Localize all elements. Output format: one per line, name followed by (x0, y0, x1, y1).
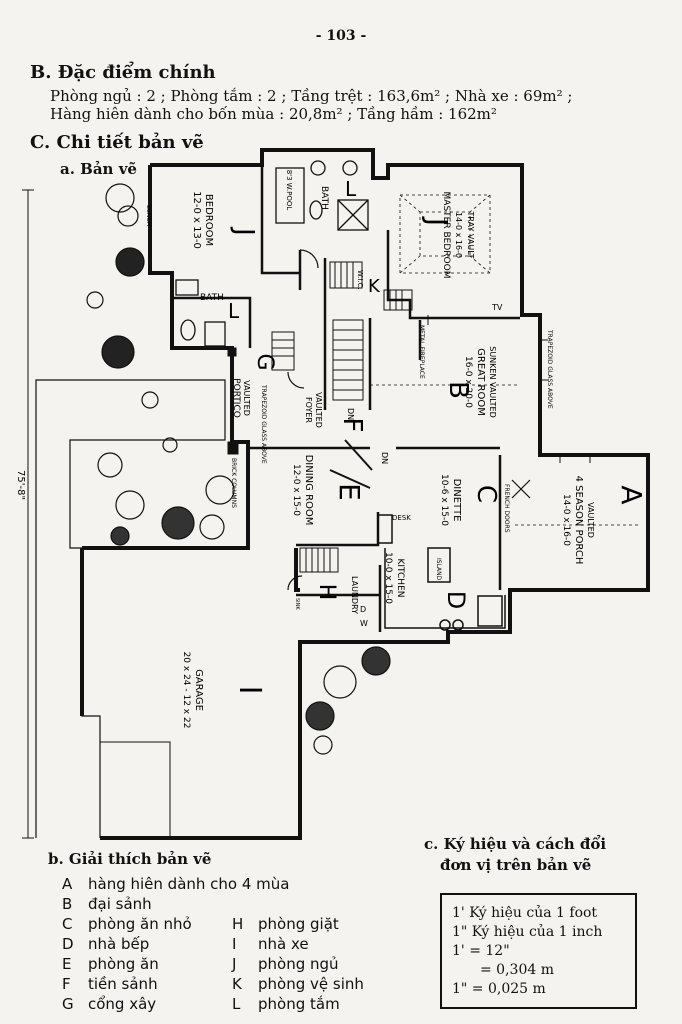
great-name: GREAT ROOM (475, 348, 486, 416)
dining-size: 12-0 x 15-0 (291, 464, 301, 516)
fireplace-label: METAL FIREPLACE (418, 325, 425, 379)
stairs (332, 319, 364, 401)
kitchen-name: KITCHEN (395, 559, 405, 598)
specs-line-1: Phòng ngủ : 2 ; Phòng tắm : 2 ; Tầng trệ… (50, 87, 573, 105)
bench-label: BENCH (145, 205, 152, 226)
bedroom-size: 12-0 x 13-0 (191, 191, 202, 249)
scale-line: 1" = 0,025 m (452, 981, 546, 997)
dimension-label: 75'-8" (15, 470, 26, 500)
letter-b: B (443, 381, 473, 399)
porch-note: VAULTED (586, 502, 595, 538)
portico-name: PORTICO (231, 378, 241, 418)
pool-label: 8'3 W.POOL (285, 170, 293, 211)
letter-j-master: J (421, 216, 454, 226)
letter-a: A (615, 485, 648, 504)
porch-name: 4 SEASON PORCH (573, 476, 584, 565)
bath-label-bedroom: BATH (200, 293, 224, 303)
letter-k: K (368, 276, 381, 297)
island-label: ISLAND (435, 558, 442, 581)
tv-label: TV (491, 303, 503, 312)
bath-label-master: BATH (319, 186, 329, 210)
great-size: 16-0 x 20-0 (463, 356, 473, 408)
scale-line: = 0,304 m (480, 962, 554, 978)
scale-line: 1' = 12" (452, 943, 510, 959)
trapezoid-above-label: TRAPEZOID GLASS ABOVE (260, 384, 267, 464)
landscaping-shrubs (86, 183, 391, 755)
letter-e: E (333, 483, 366, 501)
dn-label-stairs: DN (346, 408, 355, 420)
legend-heading: b. Giải thích bản vẽ (48, 850, 212, 868)
letter-d: D (442, 591, 470, 609)
scale-heading-2: đơn vị trên bản vẽ (440, 856, 592, 874)
letter-g: G (252, 353, 277, 370)
french-doors-label: FRENCH DOORS (503, 484, 510, 533)
wic-label: W.I.C. (356, 270, 364, 290)
dryer-label: D (360, 605, 366, 614)
dinette-size: 10-6 x 15-0 (439, 474, 449, 526)
desk-label: DESK (392, 514, 411, 522)
letter-i: I (232, 686, 267, 695)
scale-line: 1' Ký hiệu của 1 foot (452, 905, 598, 921)
letter-l-master: L (345, 177, 357, 201)
bedroom-name: BEDROOM (203, 194, 214, 246)
section-b-heading: B. Đặc điểm chính (30, 62, 216, 83)
letter-j-bedroom: J (229, 226, 259, 236)
letter-f: F (337, 418, 367, 433)
dining-name: DINING ROOM (303, 455, 314, 526)
garage-size: 20 x 24 - 12 x 22 (181, 652, 191, 729)
master-name: MASTER BEDROOM (441, 192, 451, 279)
foyer-note: VAULTED (314, 392, 323, 428)
dn-label-sunken: DN (380, 452, 389, 464)
kitchen-size: 10-0 x 15-0 (383, 552, 393, 604)
dinette-name: DINETTE (451, 479, 462, 522)
scale-line: 1" Ký hiệu của 1 inch (452, 924, 603, 940)
great-note: SUNKEN VAULTED (488, 346, 497, 418)
porch-size: 14-0 x 16-0 (561, 494, 571, 546)
laundry-name: LAUNDRY (350, 576, 359, 614)
sink-label: SINK (294, 598, 300, 610)
garage-name: GARAGE (193, 669, 204, 711)
scale-box: 1' Ký hiệu của 1 foot 1" Ký hiệu của 1 i… (440, 893, 637, 1009)
foyer-name: FOYER (304, 397, 313, 423)
trapezoid-glass-label: TRAPEZOID GLASS ABOVE (546, 329, 553, 409)
master-note: TRAY VAULT (466, 211, 475, 259)
section-c-heading: C. Chi tiết bản vẽ (30, 132, 204, 153)
master-size: 14-0 x 16-0 (454, 212, 463, 258)
specs-line-2: Hàng hiên dành cho bốn mùa : 20,8m² ; Tầ… (50, 105, 497, 123)
subsection-a-heading: a. Bản vẽ (60, 160, 137, 178)
letter-h: H (314, 584, 339, 601)
page-number: - 103 - (315, 28, 367, 44)
scale-heading-1: c. Ký hiệu và cách đổi (424, 835, 607, 853)
portico-note: VAULTED (242, 380, 251, 416)
brick-columns-label: BRICK COLUMNS (230, 458, 237, 508)
letter-l-bedroom: L (228, 299, 240, 323)
washer-label: W (360, 619, 368, 628)
floor-plan: 75'-8" BEDROOM 12-0 x 13-0 J TRAY VAULT … (15, 148, 650, 840)
letter-c: C (471, 485, 501, 503)
